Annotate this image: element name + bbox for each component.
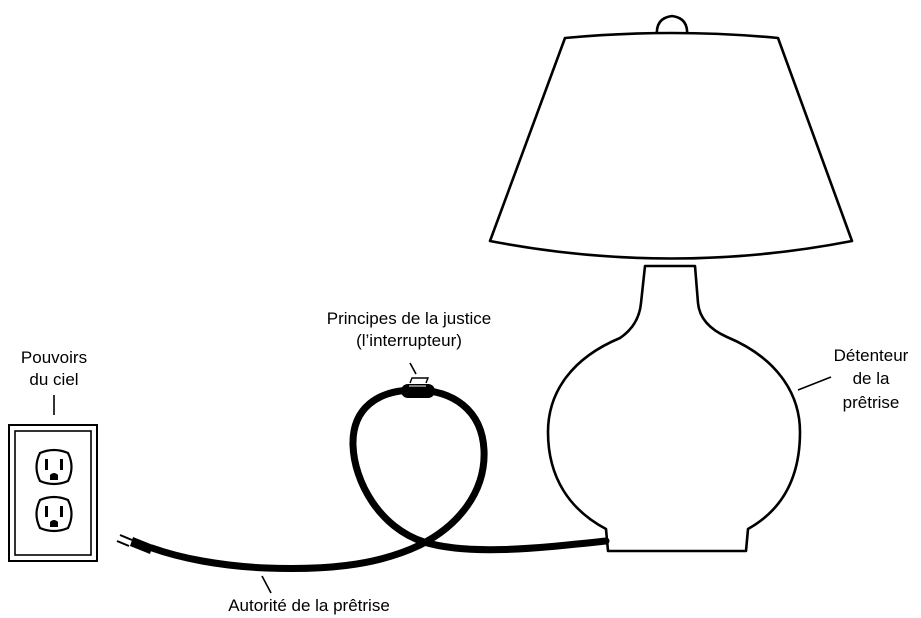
lamp-shade — [488, 14, 854, 260]
leader-autorite — [261, 575, 272, 594]
label-du-ciel: du ciel — [29, 370, 78, 389]
plug — [116, 534, 153, 554]
label-de-la: de la — [853, 369, 890, 388]
lamp-base — [546, 264, 802, 553]
label-interrupteur: (l’interrupteur) — [356, 331, 462, 350]
cord-path — [148, 386, 610, 573]
label-pretrise: prêtrise — [843, 393, 900, 412]
wall-outlet — [8, 424, 98, 562]
cord-switch — [401, 377, 435, 398]
power-cord — [116, 377, 610, 573]
shade-body — [488, 31, 854, 260]
label-autorite: Autorité de la prêtrise — [228, 596, 390, 615]
leader-detenteur — [797, 376, 832, 391]
leader-principes — [409, 362, 417, 375]
base-body — [546, 264, 802, 553]
label-pouvoirs: Pouvoirs — [21, 348, 87, 367]
outlet-receptacle-top — [35, 448, 73, 486]
outlet-receptacle-bottom — [35, 495, 73, 533]
label-principes: Principes de la justice — [327, 309, 491, 328]
label-detenteur: Détenteur — [834, 346, 909, 365]
